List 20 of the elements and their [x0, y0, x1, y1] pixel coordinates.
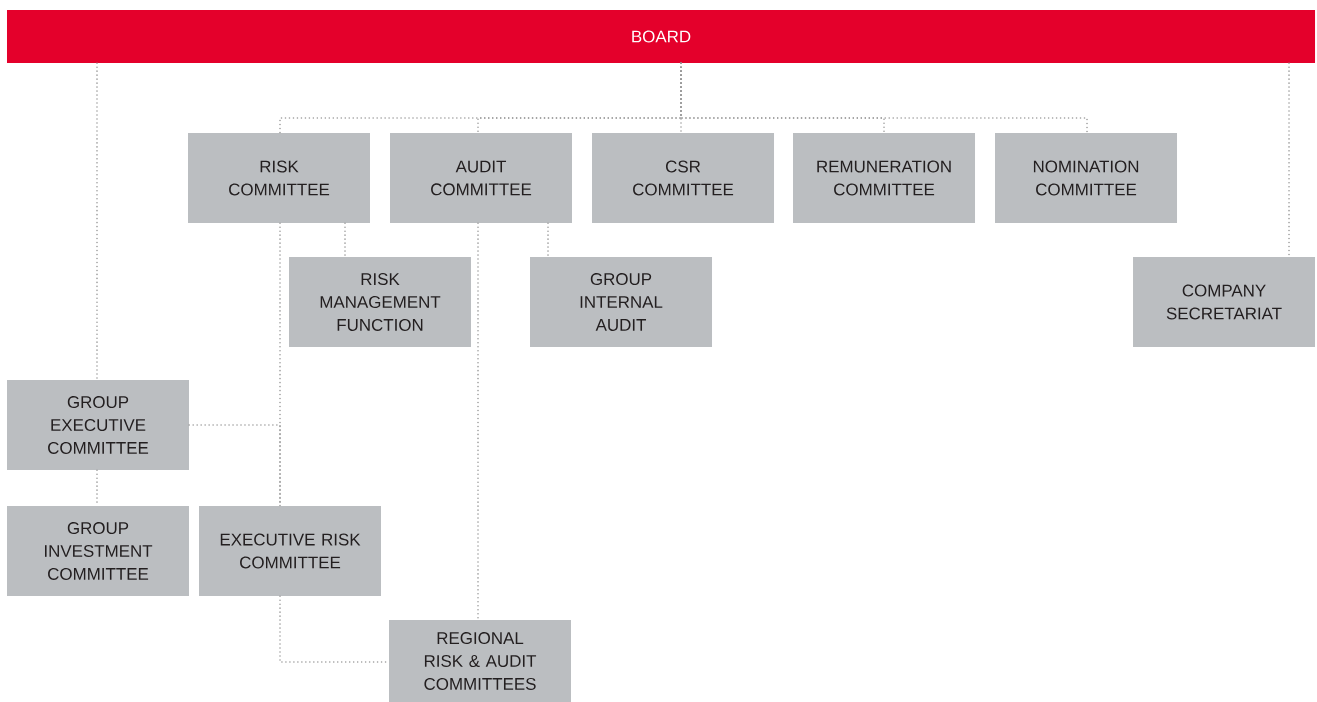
committee-box: NOMINATION COMMITTEE — [995, 133, 1177, 223]
connector-line — [96, 62, 98, 381]
connector-line — [477, 222, 479, 621]
connector-line — [1288, 62, 1290, 258]
committee-box: GROUP EXECUTIVE COMMITTEE — [7, 380, 189, 470]
connector-line — [680, 62, 1088, 134]
committee-box: AUDIT COMMITTEE — [390, 133, 572, 223]
committee-box: GROUP INVESTMENT COMMITTEE — [7, 506, 189, 596]
committee-box: REGIONAL RISK & AUDIT COMMITTEES — [389, 620, 571, 702]
committee-box: REMUNERATION COMMITTEE — [793, 133, 975, 223]
committee-box: RISK MANAGEMENT FUNCTION — [289, 257, 471, 347]
committee-box: COMPANY SECRETARIAT — [1133, 257, 1315, 347]
committee-box: GROUP INTERNAL AUDIT — [530, 257, 712, 347]
connector-line — [344, 222, 346, 258]
connector-line — [188, 424, 281, 507]
committee-box: RISK COMMITTEE — [188, 133, 370, 223]
connector-line — [547, 222, 549, 258]
committee-box: EXECUTIVE RISK COMMITTEE — [199, 506, 381, 596]
committee-box: CSR COMMITTEE — [592, 133, 774, 223]
board-banner: BOARD — [7, 10, 1316, 63]
